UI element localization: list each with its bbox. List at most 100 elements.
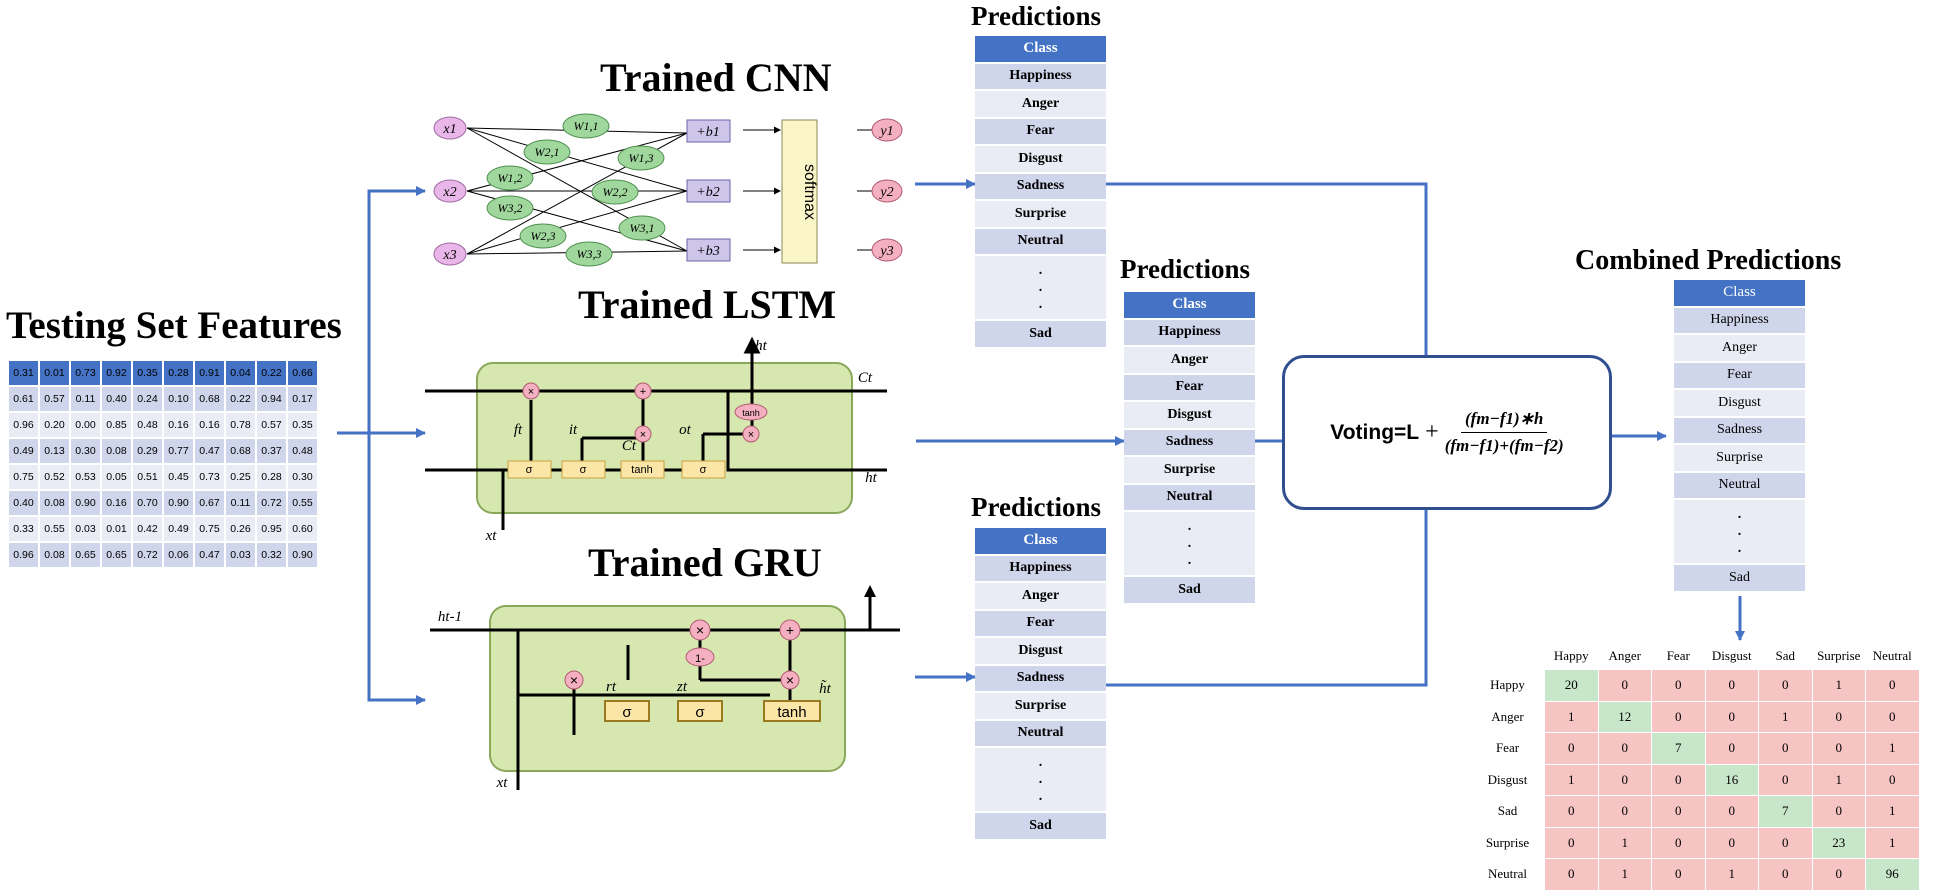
voting-formula-box: Voting=L + (fm−f1)∗h (fm−f1)+(fm−f2) [1282,355,1612,510]
matrix-cell: 0 [1866,764,1919,795]
class-header: Class [975,36,1106,62]
class-item: Disgust [975,638,1106,664]
feature-cell: 0.33 [9,517,38,541]
feature-cell: 0.96 [9,543,38,567]
matrix-cell: 0 [1866,670,1919,701]
svg-text:×: × [748,429,754,441]
class-header: Class [1124,292,1255,318]
svg-text:zt: zt [676,679,688,695]
feature-cell: 0.32 [257,543,286,567]
svg-text:σ: σ [622,704,632,721]
svg-text:σ: σ [695,704,705,721]
matrix-row-label: Neutral [1488,866,1527,882]
voting-fraction: (fm−f1)∗h (fm−f1)+(fm−f2) [1445,409,1564,456]
feature-cell: 0.16 [102,491,131,515]
class-item: Surprise [975,693,1106,719]
feature-cell: 0.70 [133,491,162,515]
feature-cell: 0.05 [102,465,131,489]
svg-text:tanh: tanh [631,464,652,476]
class-item: Happiness [975,63,1106,89]
matrix-column-label: Disgust [1711,648,1752,663]
svg-text:it: it [569,422,578,438]
matrix-cell: 20 [1545,670,1598,701]
svg-text:y3: y3 [878,244,893,259]
input-node-x2: x2 [433,179,467,203]
matrix-cell: 1 [1545,701,1598,732]
feature-cell: 0.95 [257,517,286,541]
matrix-cell: 0 [1652,827,1705,858]
feature-cell: 0.49 [9,439,38,463]
feature-cell: 0.28 [164,361,193,385]
svg-text:W1,1: W1,1 [574,119,599,133]
feature-cell: 0.96 [9,413,38,437]
matrix-column-label: Happy [1553,648,1589,663]
voting-lhs: Voting=L [1330,420,1420,444]
arrow-features-to-gru [367,433,426,705]
feature-cell: 0.08 [40,543,69,567]
feature-cell: 0.55 [288,491,317,515]
feature-cell: 0.67 [195,491,224,515]
matrix-row-label: Happy [1490,677,1525,693]
class-item: Fear [1124,374,1255,400]
matrix-cell: 23 [1812,827,1865,858]
class-item: Happiness [1674,307,1805,333]
feature-cell: 0.48 [288,439,317,463]
matrix-cell: 0 [1598,733,1651,764]
matrix-row-label: Fear [1495,740,1520,756]
matrix-cell: 12 [1598,701,1651,732]
title-trained-cnn: Trained CNN [600,55,832,100]
matrix-cell: 1 [1812,670,1865,701]
matrix-cell: 0 [1545,827,1598,858]
voting-plus: + [1425,419,1439,445]
output-node-y [871,118,903,262]
svg-text:x3: x3 [442,248,456,263]
matrix-cell: 0 [1598,796,1651,827]
class-item: Disgust [1124,402,1255,428]
matrix-cell: 0 [1705,827,1758,858]
class-item: Anger [975,91,1106,117]
matrix-cell: 0 [1812,733,1865,764]
feature-cell: 0.49 [164,517,193,541]
ellipsis: ... [1124,512,1255,575]
matrix-column-label: Neutral [1872,648,1912,663]
svg-text:×: × [570,672,578,688]
feature-cell: 0.24 [133,387,162,411]
class-item: Surprise [1124,457,1255,483]
class-item: Sadness [1124,429,1255,455]
feature-cell: 0.77 [164,439,193,463]
feature-cell: 0.35 [133,361,162,385]
svg-text:×: × [528,386,534,398]
svg-text:×: × [786,672,794,688]
matrix-cell: 0 [1812,859,1865,890]
matrix-cell: 1 [1705,859,1758,890]
matrix-cell: 0 [1759,827,1812,858]
matrix-cell: 0 [1759,764,1812,795]
title-predictions-gru: Predictions [971,492,1101,522]
feature-cell: 0.75 [9,465,38,489]
feature-cell: 0.40 [9,491,38,515]
weight-node [486,113,666,267]
matrix-cell: 16 [1705,764,1758,795]
feature-cell: 0.42 [133,517,162,541]
feature-cell: 0.85 [102,413,131,437]
title-combined-predictions: Combined Predictions [1575,245,1842,276]
svg-text:rt: rt [606,679,617,695]
svg-text:xt: xt [485,528,498,540]
feature-cell: 0.29 [133,439,162,463]
svg-text:W3,2: W3,2 [498,201,523,215]
class-item: Neutral [1124,484,1255,510]
feature-cell: 0.72 [133,543,162,567]
matrix-cell: 7 [1759,796,1812,827]
class-item: Happiness [975,555,1106,581]
feature-cell: 0.72 [257,491,286,515]
feature-cell: 0.68 [195,387,224,411]
